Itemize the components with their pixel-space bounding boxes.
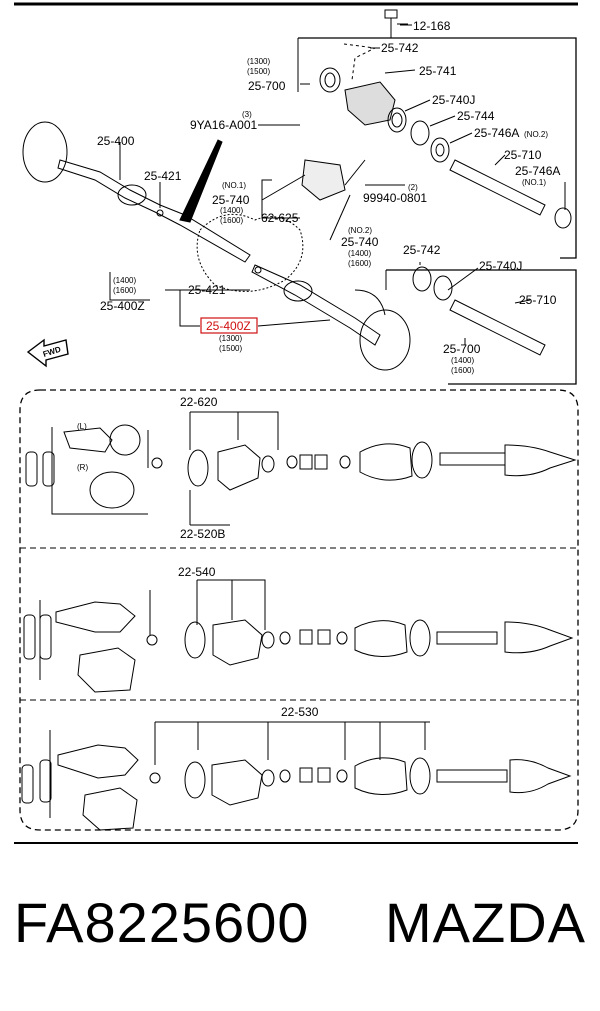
label-25-400: 25-400 <box>97 134 135 148</box>
label-1600-a: (1600) <box>220 216 243 225</box>
label-1300-a: (1300) <box>247 57 270 66</box>
label-R: (R) <box>77 463 88 472</box>
panel-22-620 <box>25 411 577 526</box>
label-12-168: 12-168 <box>413 19 451 33</box>
label-no2-b: (NO.2) <box>348 226 372 235</box>
label-22-530: 22-530 <box>281 705 319 719</box>
label-25-746a-2: 25-746A <box>515 164 560 178</box>
label-1400-a: (1400) <box>220 206 243 215</box>
label-25-421-a: 25-421 <box>144 169 182 183</box>
parts-diagram: 12-168 25-742 (1300) (1500) 25-700 25-74… <box>14 2 579 844</box>
label-1600-b: (1600) <box>348 259 371 268</box>
label-1400-c: (1400) <box>113 276 136 285</box>
upper-drivetrain-view <box>22 9 577 385</box>
label-25-742-b: 25-742 <box>403 243 441 257</box>
brand-name: MAZDA <box>385 891 586 954</box>
label-3: (3) <box>242 110 252 119</box>
label-1500-b: (1500) <box>219 344 242 353</box>
label-25-400z: 25-400Z <box>100 299 145 313</box>
label-1500-a: (1500) <box>247 67 270 76</box>
label-22-620: 22-620 <box>180 395 218 409</box>
label-25-710-a: 25-710 <box>504 148 542 162</box>
label-25-740-b: 25-740 <box>341 235 379 249</box>
label-9ya16-a001: 9YA16-A001 <box>190 118 257 132</box>
label-99940-0801: 99940-0801 <box>363 191 427 205</box>
label-2: (2) <box>408 183 418 192</box>
footer: FA8225600 MAZDA <box>0 890 600 970</box>
panel-22-540 <box>23 579 574 693</box>
part-number: FA8225600 <box>14 891 310 954</box>
label-L: (L) <box>77 422 87 431</box>
label-25-740-a: 25-740 <box>212 193 250 207</box>
label-25-746a: 25-746A <box>474 126 519 140</box>
label-no1-b: (NO.1) <box>522 178 546 187</box>
label-1600-c: (1600) <box>113 286 136 295</box>
highlight-box <box>200 317 258 334</box>
label-25-700-a: 25-700 <box>248 79 286 93</box>
label-25-421-b: 25-421 <box>188 283 226 297</box>
label-25-742-a: 25-742 <box>381 41 419 55</box>
part-labels: 12-168 25-742 (1300) (1500) 25-700 25-74… <box>42 19 561 719</box>
label-no1-a: (NO.1) <box>222 181 246 190</box>
panel-22-530 <box>21 721 572 831</box>
label-1600-d: (1600) <box>451 366 474 375</box>
label-no2-a: (NO.2) <box>524 130 548 139</box>
label-22-520b: 22-520B <box>180 527 225 541</box>
label-25-740j-b: 25-740J <box>479 259 522 273</box>
label-1300-b: (1300) <box>219 334 242 343</box>
label-22-540: 22-540 <box>178 565 216 579</box>
label-1400-b: (1400) <box>348 249 371 258</box>
label-62-625: 62-625 <box>261 211 299 225</box>
label-1400-d: (1400) <box>451 356 474 365</box>
label-25-741: 25-741 <box>419 64 457 78</box>
label-25-700-b: 25-700 <box>443 342 481 356</box>
label-25-400z-highlighted: 25-400Z <box>206 319 251 333</box>
label-25-744: 25-744 <box>457 109 495 123</box>
label-25-710-b: 25-710 <box>519 293 557 307</box>
label-25-740j-a: 25-740J <box>432 93 475 107</box>
kit-panels <box>19 389 579 831</box>
